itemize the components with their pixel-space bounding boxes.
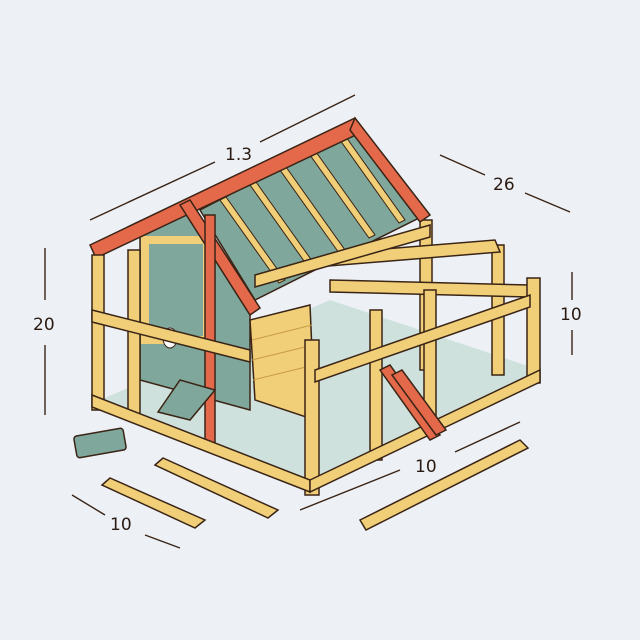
dim-roof-length: 1.3 <box>225 145 252 165</box>
dim-depth: 26 <box>493 175 515 195</box>
dim-height-right: 10 <box>560 305 582 325</box>
dim-base-front: 10 <box>415 457 437 477</box>
dimension-lines <box>44 94 573 549</box>
feeder-tray <box>73 427 127 459</box>
dim-height-left: 20 <box>33 315 55 335</box>
ramp-board <box>156 379 217 421</box>
dim-loose-board: 10 <box>110 515 132 535</box>
nest-box-slats <box>251 324 315 381</box>
rulers <box>100 439 530 531</box>
ladder <box>378 364 448 441</box>
